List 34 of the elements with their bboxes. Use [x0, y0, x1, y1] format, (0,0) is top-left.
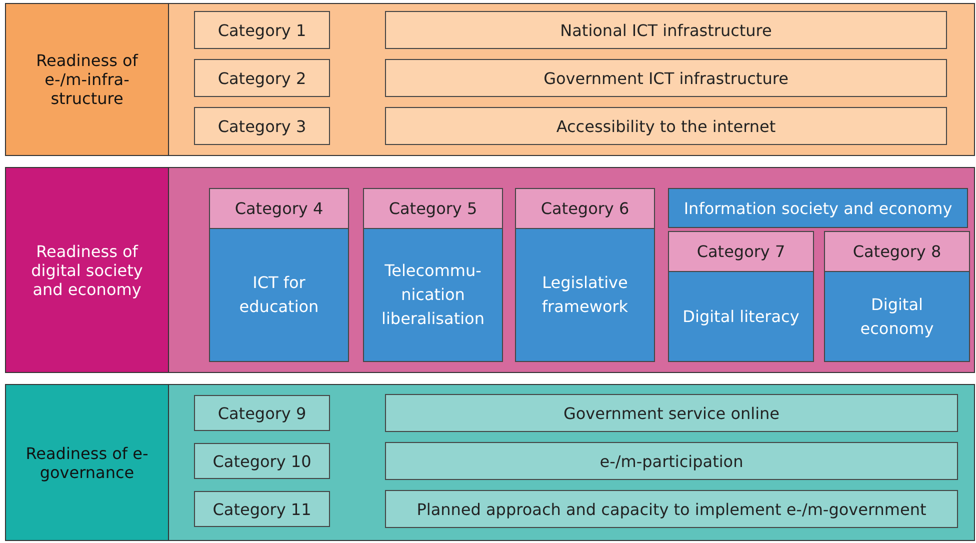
criterion-label: National ICT infrastructure [385, 11, 947, 49]
category-label: Category 11 [194, 491, 330, 527]
readiness-band [5, 384, 975, 541]
category-label: Category 8 [825, 232, 969, 272]
criterion-label: Government service online [385, 394, 958, 432]
band-label: Readiness of digital society and economy [6, 168, 169, 372]
criterion-label: Accessibility to the internet [385, 107, 947, 145]
criterion-label: e-/m-participation [385, 442, 958, 480]
category-label: Category 4 [210, 189, 348, 229]
criterion-label: Planned approach and capacity to implement e-/m-government [385, 490, 958, 528]
criterion-label: Digital economy [825, 272, 969, 361]
criterion-label: Legislative framework [516, 229, 654, 361]
readiness-band [5, 3, 975, 156]
criterion-label: ICT for education [210, 229, 348, 361]
category-label: Category 3 [194, 107, 330, 145]
readiness-band [5, 167, 975, 373]
band-label: Readiness of e-governance [6, 385, 169, 540]
category-column [515, 188, 655, 362]
category-column [209, 188, 349, 362]
criterion-label: Government ICT infrastructure [385, 59, 947, 97]
category-column [668, 231, 814, 362]
category-column [824, 231, 970, 362]
category-label: Category 5 [364, 189, 502, 229]
band-label: Readiness of e-/m-infra- structure [6, 4, 169, 155]
criterion-label: Telecommu- nication liberalisation [364, 229, 502, 361]
category-label: Category 6 [516, 189, 654, 229]
criterion-label: Digital literacy [669, 272, 813, 361]
category-label: Category 7 [669, 232, 813, 272]
category-label: Category 9 [194, 395, 330, 431]
category-label: Category 2 [194, 59, 330, 97]
category-label: Category 10 [194, 443, 330, 479]
category-label: Category 1 [194, 11, 330, 49]
group-heading: Information society and economy [668, 188, 968, 228]
category-column [363, 188, 503, 362]
